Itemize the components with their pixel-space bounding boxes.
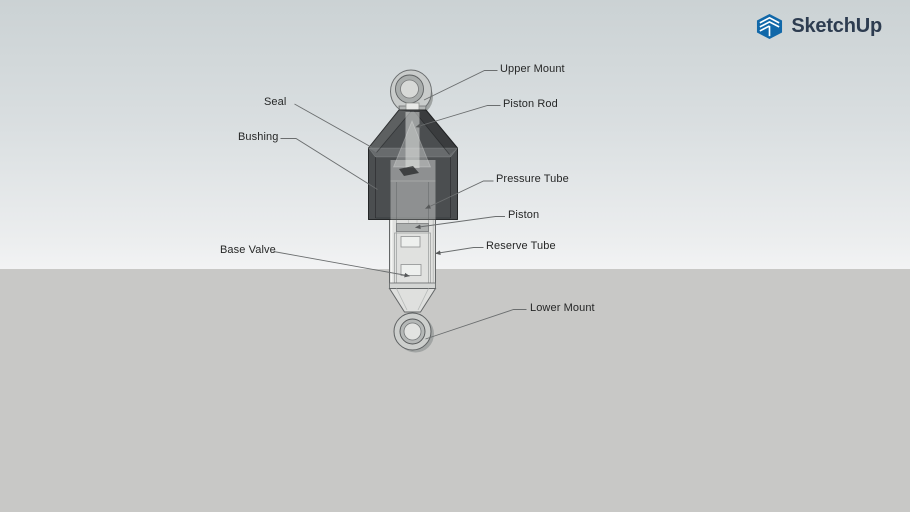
leader-piston (415, 216, 505, 230)
leader-pressure-tube (425, 180, 494, 209)
lower-mount-eyelet (393, 312, 434, 353)
bell-left-facet (368, 110, 411, 153)
leader-seal (294, 103, 373, 148)
ground-plane (0, 269, 910, 512)
sketchup-cube-icon (757, 13, 783, 40)
sketchup-logo[interactable]: SketchUp (756, 13, 882, 40)
valve-port-upper (400, 236, 421, 248)
upper-eyelet-hole (400, 79, 419, 99)
callout-lower-mount: Lower Mount (530, 302, 595, 314)
callout-piston: Piston (508, 209, 540, 221)
bell-apex-edge-left (376, 111, 412, 153)
leader-lower-mount (425, 309, 527, 340)
callout-upper-mount: Upper Mount (500, 63, 565, 75)
callout-piston-rod: Piston Rod (503, 98, 558, 110)
callout-bushing: Bushing (238, 131, 279, 143)
dust-boot-bell (367, 109, 459, 220)
bell-apex-edge-right (414, 111, 450, 155)
taper-inner-left (396, 288, 408, 311)
leader-reserve-tube (435, 247, 484, 256)
lower-taper (388, 288, 437, 313)
taper-inner-right (417, 288, 429, 311)
shoulder-opening (399, 166, 419, 176)
leader-piston-rod (415, 105, 501, 128)
callout-pressure-tube: Pressure Tube (496, 173, 569, 185)
leader-upper-mount (423, 70, 498, 101)
callout-reserve-tube: Reserve Tube (486, 240, 556, 252)
tube-bottom-band (389, 282, 436, 289)
callout-seal: Seal (264, 96, 287, 108)
leader-lines (273, 70, 527, 340)
callout-base-valve: Base Valve (220, 244, 276, 256)
piston-band (396, 223, 429, 232)
leader-bushing (280, 138, 378, 190)
sky-background (0, 0, 910, 269)
leader-base-valve (273, 251, 410, 278)
lower-eyelet-hole (403, 322, 422, 341)
base-valve-port (400, 264, 422, 276)
bell-right-facet (414, 110, 458, 155)
sketchup-brand-text: SketchUp (791, 15, 882, 37)
